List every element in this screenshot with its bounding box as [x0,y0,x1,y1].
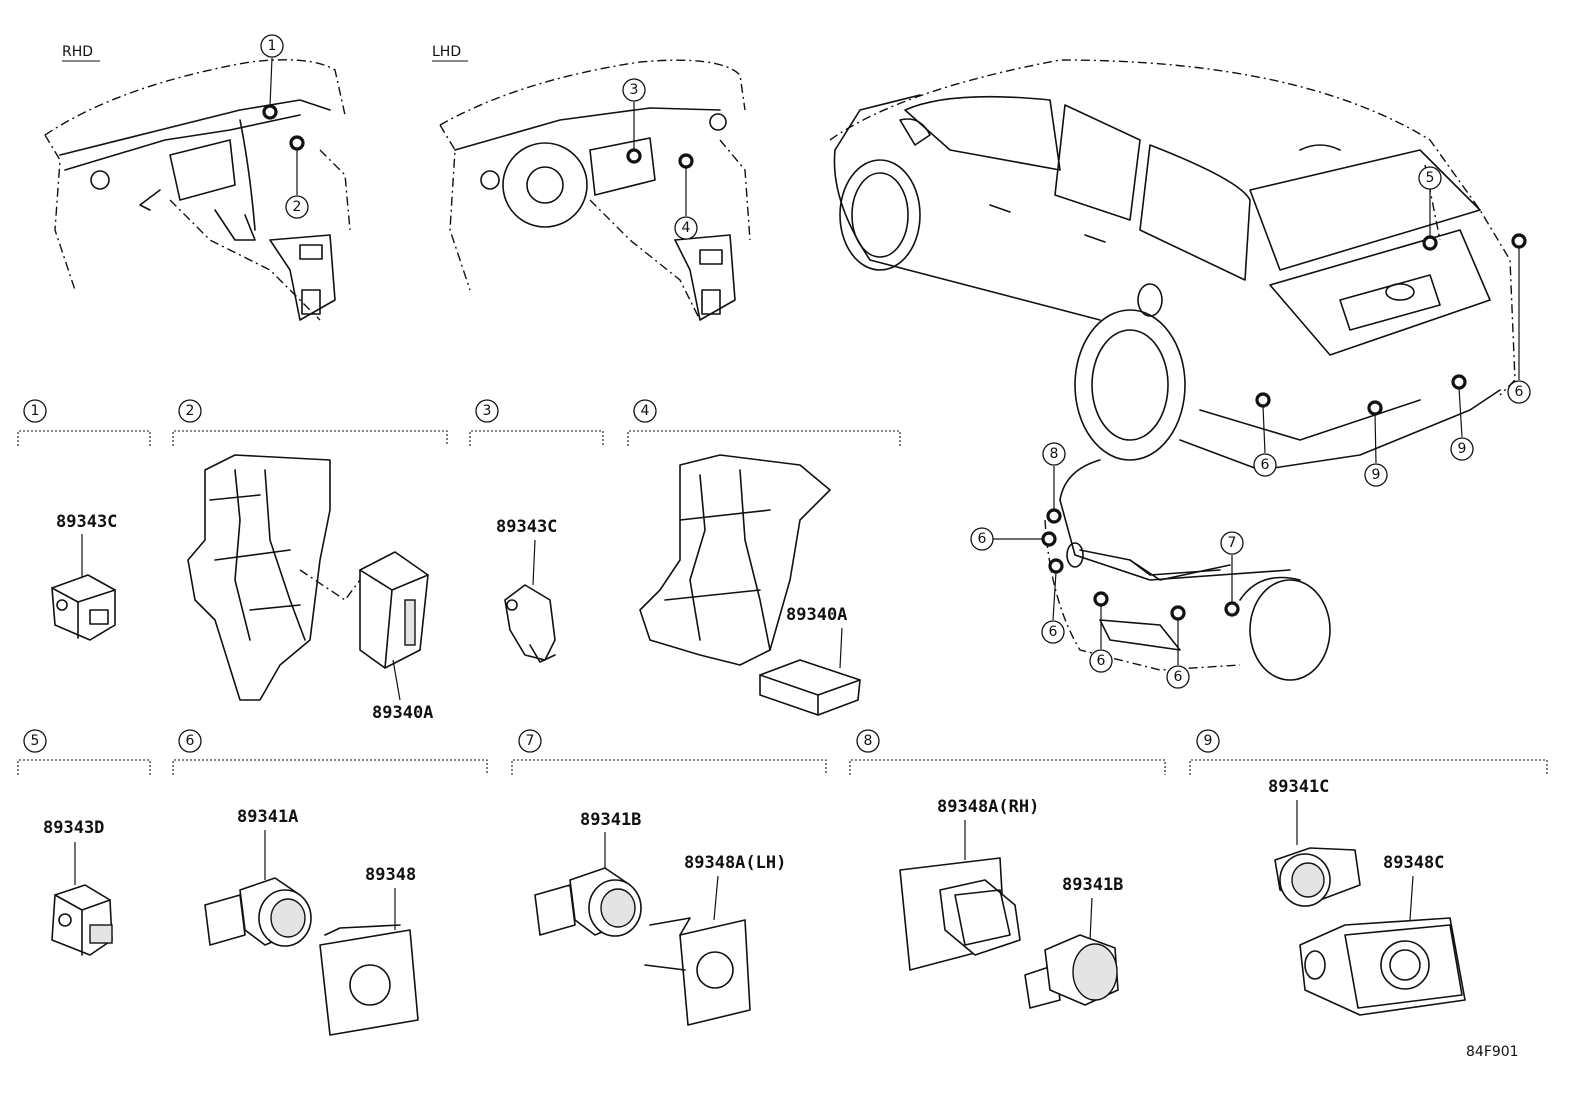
group-5-part-89343d: 89343D [43,818,104,838]
location-dot-6c [1041,531,1057,547]
group-4-number: 4 [641,403,650,419]
location-dot-6e [1093,591,1109,607]
group-6-part-89348: 89348 [365,865,416,885]
group-6: 6 89341A 89348 [172,729,488,1036]
group-5-number: 5 [31,733,40,749]
group-9-part-89348c: 89348C [1383,853,1444,873]
location-callouts: 1 2 3 4 5 6 6 6 6 6 6 7 [260,34,1531,689]
lhd-dashboard-illustration: LHD [432,44,751,321]
diagram-code: 84F901 [1466,1044,1519,1060]
location-dot-4 [678,153,694,169]
location-dot-1 [262,104,278,120]
group-2-part-89340a: 89340A [372,703,433,723]
callout-6b: 6 [1261,457,1270,473]
location-dot-6a [1511,233,1527,249]
group-1-number: 1 [31,403,40,419]
callout-9a: 9 [1372,467,1381,483]
group-9-number: 9 [1204,733,1213,749]
location-dot-3 [626,148,642,164]
group-7-part-89348a-lh: 89348A(LH) [684,853,786,873]
location-dot-6b [1255,392,1271,408]
front-bumper-illustration [1044,459,1331,681]
callout-6e: 6 [1097,653,1106,669]
group-8-part-89348a-rh: 89348A(RH) [937,797,1039,817]
group-9-part-89341c: 89341C [1268,777,1329,797]
group-9: 9 89341C 89348C [1189,729,1548,1016]
group-8-part-89341b: 89341B [1062,875,1123,895]
callout-6f: 6 [1174,669,1183,685]
group-1-part-89343c: 89343C [56,512,117,532]
location-dot-6f [1170,605,1186,621]
callout-6a: 6 [1515,384,1524,400]
group-4-part-89340a: 89340A [786,605,847,625]
callout-3: 3 [630,82,639,98]
group-2-number: 2 [186,403,195,419]
location-dot-2 [289,135,305,151]
callout-6d: 6 [1049,624,1058,640]
location-dot-8 [1046,508,1062,524]
group-7: 7 89341B 89348A(LH) [511,729,827,1026]
group-3: 3 89343C [469,399,604,663]
group-8: 8 89348A(RH) 89341B [849,729,1166,1009]
group-1: 1 89343C [17,399,151,641]
rhd-label: RHD [62,44,93,60]
location-dot-5 [1422,235,1438,251]
vehicle-rear-illustration [829,59,1516,471]
location-dot-7 [1224,601,1240,617]
group-3-number: 3 [483,403,492,419]
group-4: 4 89340A [627,399,901,716]
group-7-part-89341b: 89341B [580,810,641,830]
group-7-number: 7 [526,733,535,749]
group-6-number: 6 [186,733,195,749]
rhd-dashboard-illustration: RHD [44,44,351,321]
callout-7: 7 [1228,535,1237,551]
group-6-part-89341a: 89341A [237,807,298,827]
group-3-part-89343c: 89343C [496,517,557,537]
lhd-label: LHD [432,44,461,60]
callout-6c: 6 [978,531,987,547]
group-2: 2 89340A [172,399,448,723]
callout-4: 4 [682,220,691,236]
group-8-number: 8 [864,733,873,749]
location-dot-9b [1451,374,1467,390]
group-5: 5 89343D [17,729,151,956]
callout-5: 5 [1426,170,1435,186]
callout-1: 1 [268,38,277,54]
callout-2: 2 [293,199,302,215]
location-dot-9a [1367,400,1383,416]
callout-8: 8 [1050,446,1059,462]
callout-9b: 9 [1458,441,1467,457]
location-dot-6d [1048,558,1064,574]
